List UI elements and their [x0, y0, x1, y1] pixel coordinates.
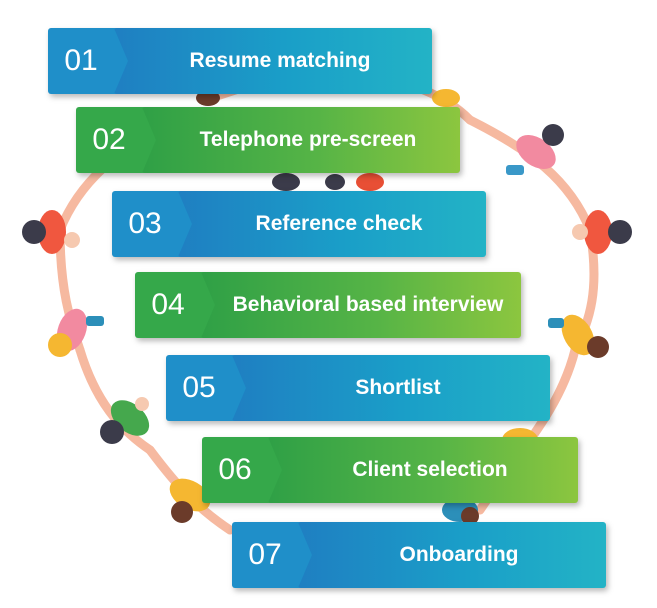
step-bar: Resume matching — [114, 28, 432, 94]
step-number: 02 — [92, 123, 126, 156]
step-bar: Telephone pre-screen — [142, 107, 460, 173]
step-05: 05 Shortlist — [166, 355, 550, 421]
step-label: Onboarding — [399, 543, 519, 566]
step-01: 01 Resume matching — [48, 28, 432, 94]
step-label: Reference check — [255, 212, 423, 235]
step-03: 03 Reference check — [112, 191, 486, 257]
step-label: Client selection — [352, 458, 508, 481]
step-02: 02 Telephone pre-screen — [76, 107, 460, 173]
chevron-notch — [298, 522, 312, 588]
step-label: Behavioral based interview — [232, 293, 504, 316]
step-label: Resume matching — [189, 49, 371, 72]
step-bar: Shortlist — [232, 355, 550, 421]
step-number: 07 — [248, 538, 282, 571]
step-07: 07 Onboarding — [232, 522, 606, 588]
step-bar: Onboarding — [298, 522, 606, 588]
chevron-notch — [178, 191, 192, 257]
step-bar: Reference check — [178, 191, 486, 257]
chevron-notch — [114, 28, 128, 94]
step-04: 04 Behavioral based interview — [135, 272, 521, 338]
step-number: 03 — [128, 207, 162, 240]
step-label: Telephone pre-screen — [199, 128, 417, 151]
chevron-notch — [142, 107, 156, 173]
chevron-notch — [268, 437, 282, 503]
step-number: 06 — [218, 453, 252, 486]
chevron-notch — [201, 272, 215, 338]
chevron-notch — [232, 355, 246, 421]
step-bar: Behavioral based interview — [201, 272, 521, 338]
step-06: 06 Client selection — [202, 437, 578, 503]
step-bar: Client selection — [268, 437, 578, 503]
step-number: 04 — [151, 288, 185, 321]
step-number: 01 — [64, 44, 98, 77]
step-label: Shortlist — [355, 376, 441, 399]
step-number: 05 — [182, 371, 216, 404]
